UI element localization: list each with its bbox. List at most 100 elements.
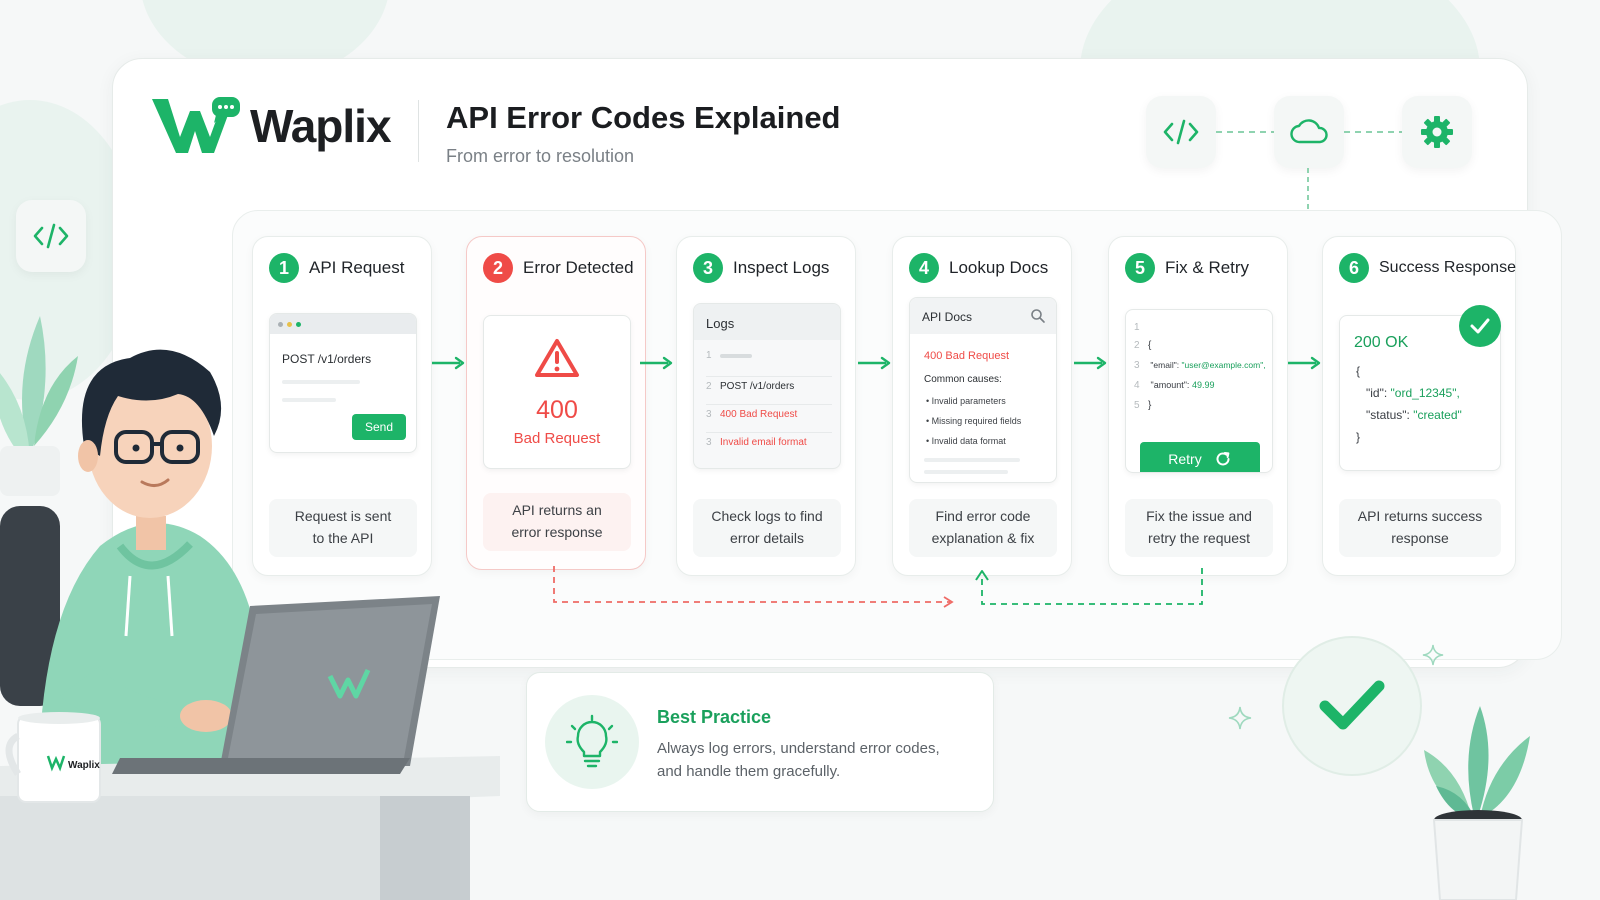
lightbulb-icon (566, 714, 618, 768)
logs-title: Logs (694, 304, 840, 340)
error-panel: 400 Bad Request (483, 315, 631, 469)
cloud-icon-tile[interactable] (1274, 96, 1344, 168)
line-number: 1 (706, 350, 712, 361)
step-description: Check logs to find error details (693, 499, 841, 557)
side-code-icon-tile[interactable] (16, 200, 86, 272)
plant-illustration (1424, 706, 1530, 900)
json-line: "id": "ord_12345", (1366, 386, 1460, 400)
code-brace: { (1148, 340, 1152, 351)
json-key: "id": (1366, 386, 1388, 400)
step-card-lookup-docs: 4 Lookup Docs API Docs 400 Bad Request C… (892, 236, 1072, 576)
desc-line: retry the request (1148, 530, 1250, 546)
retry-button[interactable]: Retry (1140, 442, 1260, 472)
docs-header: API Docs (910, 298, 1056, 334)
docs-cause: • Invalid data format (926, 436, 1006, 446)
check-icon (1319, 680, 1385, 730)
brand-name: Waplix (250, 100, 392, 152)
cause-text: Invalid data format (931, 436, 1006, 446)
step-number: 2 (483, 253, 513, 283)
code-value: "user@example.com", (1181, 360, 1266, 370)
lightbulb-badge (545, 695, 639, 789)
code-line: 5} (1134, 400, 1151, 411)
placeholder-bar (282, 398, 336, 402)
step-number: 4 (909, 253, 939, 283)
desc-line: to the API (312, 530, 374, 546)
window-dot (287, 321, 292, 327)
desc-line: Check logs to find (711, 508, 823, 525)
sparkle-icon (1422, 644, 1444, 666)
brand-logo: Waplix (150, 95, 392, 157)
send-button[interactable]: Send (352, 414, 406, 440)
json-brace: { (1356, 364, 1361, 378)
desc-line: response (1391, 530, 1449, 546)
code-line: 4 "amount": 49.99 (1134, 380, 1214, 391)
json-value: "ord_12345", (1390, 386, 1460, 400)
docs-panel: API Docs 400 Bad Request Common causes: … (909, 297, 1057, 483)
cloud-down-connector (1307, 168, 1309, 210)
error-status: Bad Request (513, 430, 601, 447)
line-number: 3 (706, 409, 712, 420)
step-card-error-detected: 2 Error Detected 400 Bad Request API ret… (466, 236, 646, 570)
step-description: API returns an error response (483, 493, 631, 551)
check-icon (1470, 318, 1490, 334)
code-key: "amount": (1150, 380, 1190, 390)
step-title: Lookup Docs (949, 258, 1049, 277)
retry-to-docs-connector (975, 568, 1203, 605)
step-card-api-request: 1 API Request POST /v1/orders Send Reque… (252, 236, 432, 576)
step-header: 6 Success Response (1339, 253, 1516, 283)
line-number: 3 (706, 437, 712, 448)
connector-dash-1 (1216, 131, 1276, 133)
json-line: } (1356, 430, 1360, 444)
code-icon-tile[interactable] (1146, 96, 1216, 168)
code-editor: 1 2{ 3 "email": "user@example.com", 4 "a… (1125, 309, 1273, 473)
flow-arrow-1 (432, 356, 465, 370)
step-number: 6 (1339, 253, 1369, 283)
flow-arrow-4 (1074, 356, 1107, 370)
line-number: 3 (1134, 360, 1140, 371)
window-dot (296, 321, 301, 327)
sparkle-icon (1228, 706, 1252, 730)
placeholder-bar (282, 380, 360, 384)
code-icon (1163, 119, 1199, 145)
gear-icon-tile[interactable] (1402, 96, 1472, 168)
desc-line: error response (511, 524, 603, 540)
code-icon (33, 223, 69, 249)
docs-title: API Docs (922, 310, 973, 324)
step-title: Error Detected (523, 258, 634, 277)
step-description: Fix the issue and retry the request (1125, 499, 1273, 557)
line-number: 2 (706, 381, 712, 392)
docs-cause: • Invalid parameters (926, 396, 1006, 406)
desc-line: Request is sent (294, 508, 392, 525)
desc-line: explanation & fix (931, 530, 1035, 546)
docs-error: 400 Bad Request (924, 350, 1010, 362)
json-key: "status": (1366, 408, 1410, 422)
desc-line: error details (730, 530, 804, 546)
step-description: Request is sent to the API (269, 499, 417, 557)
retry-label: Retry (1168, 451, 1202, 467)
developer-illustration (0, 316, 500, 900)
desc-line: API returns an (512, 502, 602, 519)
waplix-logo-icon (152, 97, 240, 153)
placeholder-bar (924, 458, 1020, 462)
line-number: 4 (1134, 380, 1140, 391)
warning-icon (535, 339, 579, 377)
refresh-icon (1216, 452, 1230, 466)
desc-line: Fix the issue and (1146, 508, 1252, 525)
page-title: API Error Codes Explained (446, 100, 841, 135)
page-subtitle: From error to resolution (446, 146, 635, 166)
code-line: 3 "email": "user@example.com", (1134, 360, 1266, 371)
json-line: { (1356, 364, 1360, 378)
request-line: POST /v1/orders (282, 352, 372, 366)
best-practice-line: and handle them gracefully. (657, 763, 841, 781)
line-number: 5 (1134, 400, 1140, 411)
code-line: 1 (1134, 322, 1148, 333)
window-titlebar (270, 314, 416, 334)
step-number: 1 (269, 253, 299, 283)
step-title: Fix & Retry (1165, 258, 1250, 277)
search-icon[interactable] (1030, 308, 1046, 324)
